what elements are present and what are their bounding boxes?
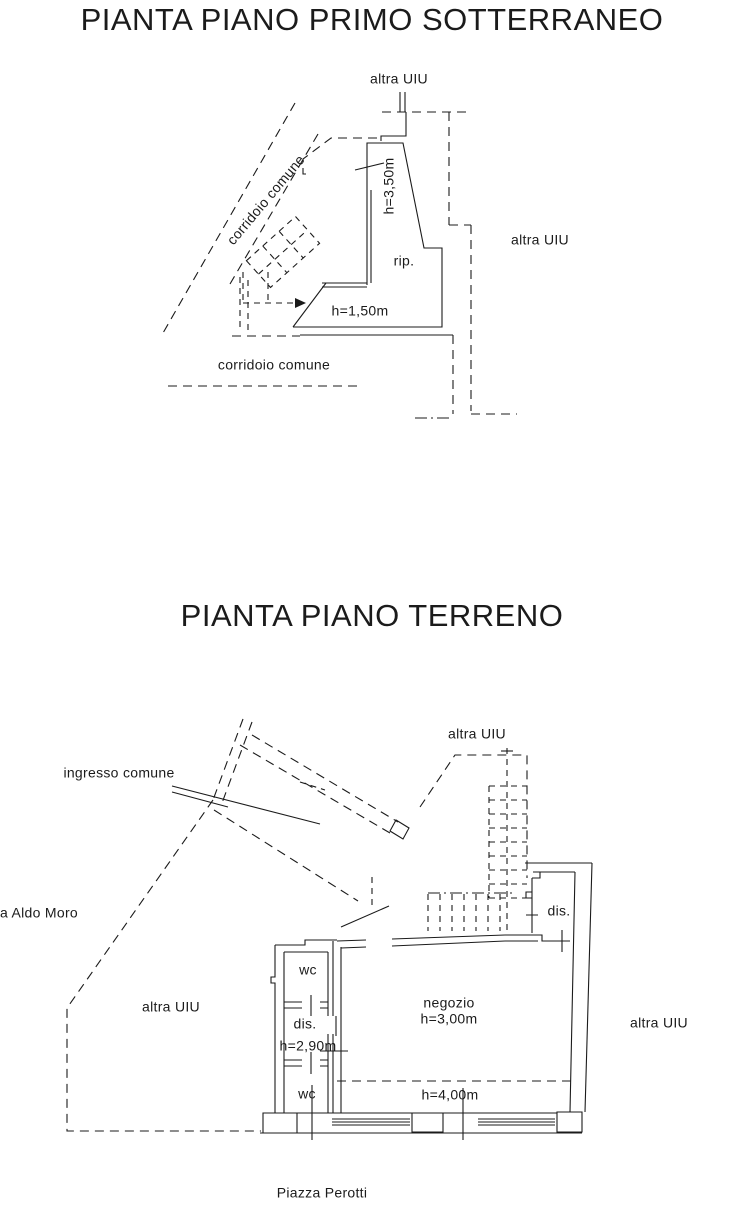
- basement-label-altra-uiu-right: altra UIU: [511, 231, 569, 248]
- ground-label-dis-right: dis.: [547, 902, 571, 919]
- basement-label-height-150: h=1,50m: [331, 302, 389, 319]
- ground-floor-plan-drawing: [66, 718, 593, 1140]
- basement-label-height-350: h=3,50m: [380, 157, 397, 215]
- ground-label-wc-bottom: wc: [298, 1085, 316, 1102]
- basement-plan-title: PIANTA PIANO PRIMO SOTTERRANEO: [80, 2, 664, 37]
- ground-label-height-400: h=4,00m: [421, 1086, 479, 1103]
- ground-label-dis-left: dis.: [293, 1015, 317, 1032]
- ground-plan-title: PIANTA PIANO TERRENO: [180, 598, 564, 633]
- basement-label-corridoio-comune-bottom: corridoio comune: [217, 356, 331, 373]
- ground-label-negozio-height: h=3,00m: [420, 1010, 478, 1027]
- ground-label-ingresso-comune: ingresso comune: [63, 764, 175, 781]
- ground-label-altra-uiu-left: altra UIU: [142, 998, 200, 1015]
- basement-label-altra-uiu-top: altra UIU: [370, 70, 428, 87]
- ground-label-piazza-perotti: Piazza Perotti: [276, 1184, 368, 1201]
- basement-label-rip: rip.: [393, 252, 415, 269]
- ground-label-via-aldo-moro: a Aldo Moro: [0, 904, 79, 921]
- ground-label-negozio-name: negozio: [423, 994, 475, 1011]
- ground-label-altra-uiu-right: altra UIU: [630, 1014, 688, 1031]
- ground-label-wc-top: wc: [299, 961, 317, 978]
- ground-label-height-290: h=2,90m: [279, 1037, 337, 1054]
- ground-label-altra-uiu-top: altra UIU: [448, 725, 506, 742]
- basement-plan-drawing: [162, 92, 517, 419]
